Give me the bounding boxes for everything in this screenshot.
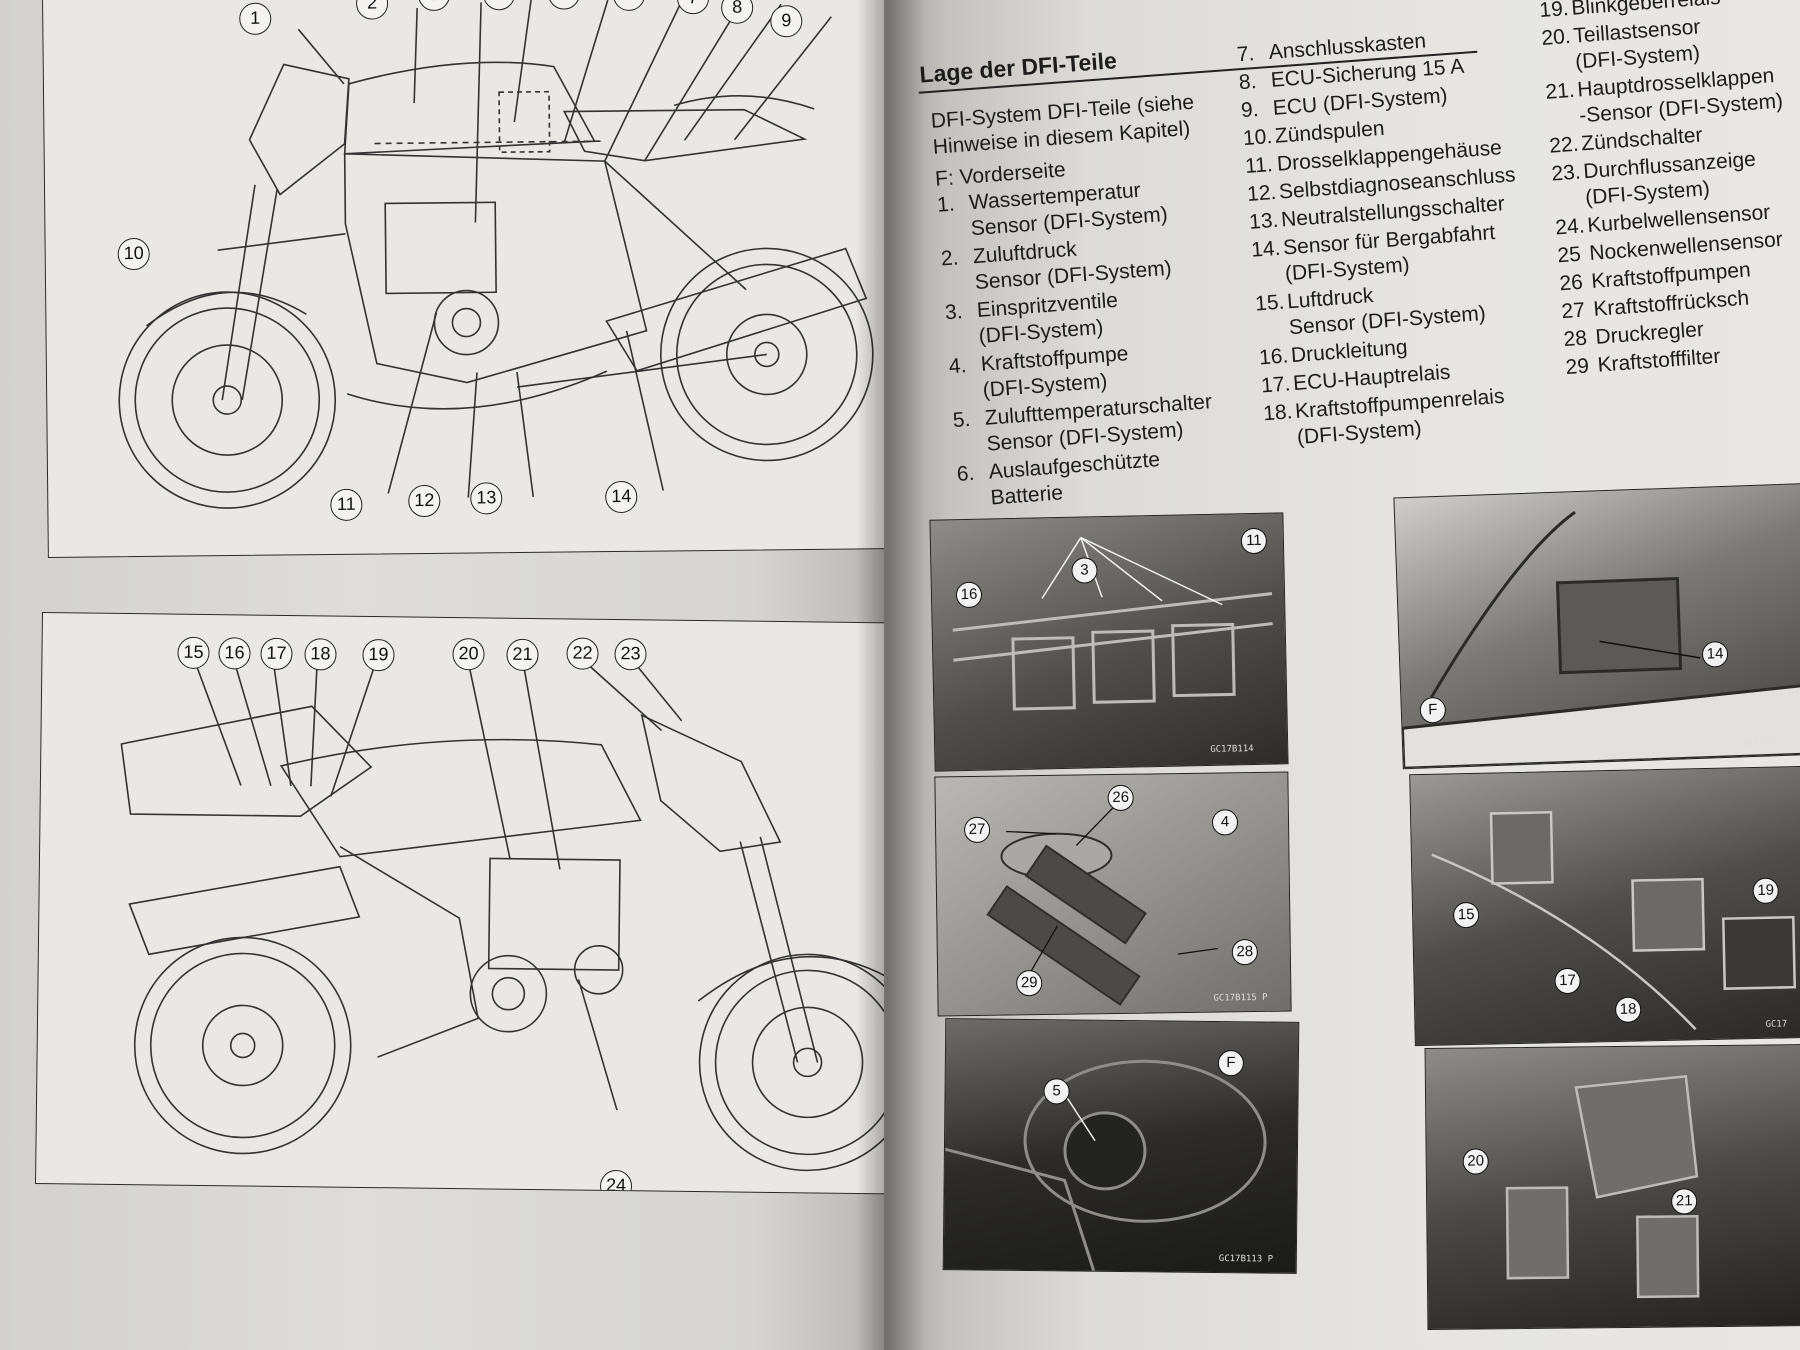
- part-number: 5.: [952, 407, 972, 433]
- part-number: 29: [1564, 354, 1590, 380]
- diagram-callout-20: 20: [452, 638, 485, 671]
- photo-air-temp-sensor-drawing: [944, 1059, 1267, 1272]
- parts-legend: Lage der DFI-Teile DFI-System DFI-Teile …: [912, 0, 1800, 519]
- part-number: 28: [1562, 326, 1588, 352]
- part-number: 4.: [948, 354, 968, 379]
- part-number: 15.: [1254, 290, 1286, 316]
- part-number: 7.: [1236, 42, 1256, 67]
- part-name: Kraftstoffpumpe(DFI-System): [980, 341, 1131, 404]
- right-page: Lage der DFI-Teile DFI-System DFI-Teile …: [884, 0, 1800, 1350]
- part-number: 1.: [936, 192, 956, 217]
- photo-code: GC17B113 P: [1218, 1254, 1274, 1265]
- part-number: 2.: [940, 246, 960, 271]
- part-number: 14.: [1250, 236, 1282, 262]
- photo-fuel-pump-drawing: [986, 804, 1218, 1006]
- diagram-callout-14: 14: [605, 480, 638, 514]
- photo-throttle-sensors-drawing: [1505, 1074, 1700, 1299]
- part-number: 19.: [1538, 0, 1570, 23]
- part-number: 23.: [1550, 160, 1582, 186]
- photo-code: GC17B115 P: [1213, 992, 1268, 1004]
- part-number: 10.: [1242, 125, 1274, 151]
- diagram-top-frame: 1 2 3 4 5 6 7 8 9 10 11 12 13 14: [42, 0, 888, 558]
- part-number: 22.: [1548, 132, 1580, 158]
- part-number: 27: [1560, 298, 1586, 324]
- diagram-callout-22: 22: [566, 637, 599, 670]
- part-number: 26: [1558, 270, 1584, 296]
- diagram-callout-10: 10: [117, 237, 150, 271]
- photo-tilt-sensor: 14 F GC17B1: [1393, 482, 1800, 770]
- photo-code: GC17B1: [1743, 737, 1776, 749]
- page-title: Lage der DFI-Teile: [918, 47, 1118, 88]
- diagram-callout-1: 1: [239, 2, 272, 35]
- photo-tilt-sensor-drawing: [1400, 510, 1800, 770]
- diagram-callout-13: 13: [470, 482, 503, 515]
- part-number: 25: [1556, 242, 1582, 268]
- photo-relays: 15 19 17 18 GC17: [1409, 765, 1800, 1047]
- part-number: 3.: [944, 300, 964, 325]
- part-name: Einspritzventile(DFI-System): [976, 288, 1121, 350]
- legend-column-1: DFI-System DFI-Teile (siehe Hinweise in …: [930, 87, 1259, 516]
- motorcycle-side-drawing-bottom: [120, 654, 888, 1172]
- photo-code: GC17: [1765, 1019, 1788, 1030]
- part-number: 11.: [1244, 153, 1274, 179]
- diagram-callout-12: 12: [408, 484, 441, 518]
- diagram-callout-18: 18: [304, 638, 337, 671]
- photo-air-temp-sensor: F 5 GC17B113 P: [942, 1018, 1300, 1274]
- diagram-callout-19: 19: [362, 638, 395, 672]
- photo-injectors-drawing: [952, 536, 1273, 711]
- photo-callout-F: F: [1217, 1050, 1245, 1077]
- photo-throttle-sensors: 20 21: [1424, 1043, 1800, 1331]
- photo-fuel-pump: 26 27 4 29 28 GC17B115 P: [934, 771, 1292, 1017]
- photo-relays-drawing: [1431, 811, 1797, 1031]
- diagram-callout-11: 11: [330, 488, 363, 522]
- part-number: 12.: [1246, 180, 1278, 206]
- diagram-bottom-frame: 15 16 17 18 19 20 21 22 23 24: [35, 612, 888, 1195]
- motorcycle-side-drawing-top: [118, 0, 874, 509]
- photo-code: GC17B114: [1210, 743, 1254, 755]
- part-number: 13.: [1248, 208, 1280, 234]
- left-page: 1 2 3 4 5 6 7 8 9 10 11 12 13 14: [0, 0, 888, 1350]
- photo-callout-20: 20: [1462, 1148, 1489, 1175]
- photo-injectors: 11 16 3 GC17B114: [929, 512, 1289, 772]
- part-name: Teillastsensor(DFI-System): [1573, 14, 1704, 75]
- part-number: 18.: [1262, 400, 1294, 426]
- part-number: 6.: [956, 461, 976, 486]
- part-number: 9.: [1240, 97, 1260, 123]
- part-number: 20.: [1540, 24, 1572, 50]
- part-number: 24.: [1554, 214, 1586, 240]
- photo-callout-21: 21: [1671, 1188, 1698, 1215]
- diagram-callout-17: 17: [260, 637, 293, 671]
- diagram-callout-9: 9: [770, 5, 803, 38]
- part-number: 16.: [1258, 344, 1290, 370]
- part-number: 17.: [1260, 372, 1292, 398]
- diagram-callout-23: 23: [614, 637, 647, 671]
- part-number: 21.: [1544, 78, 1576, 104]
- photo-callout-5: 5: [1043, 1078, 1070, 1105]
- part-number: 8.: [1238, 70, 1258, 95]
